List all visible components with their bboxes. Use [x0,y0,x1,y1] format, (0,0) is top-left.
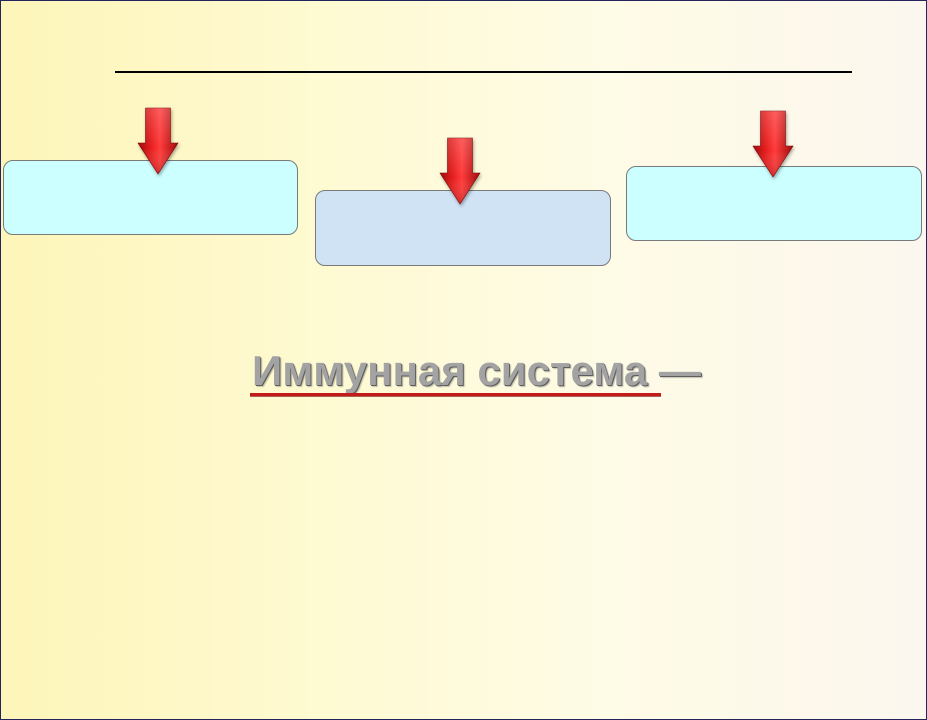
diagram-box-right [626,166,922,241]
arrow-down-icon [439,137,481,205]
arrow-down-icon [137,107,179,175]
arrow-down-icon [752,110,794,178]
header-rule [115,71,852,73]
slide-title: Иммунная система — [252,347,701,394]
title-underline [250,393,661,396]
diagram-box-center [315,190,611,266]
